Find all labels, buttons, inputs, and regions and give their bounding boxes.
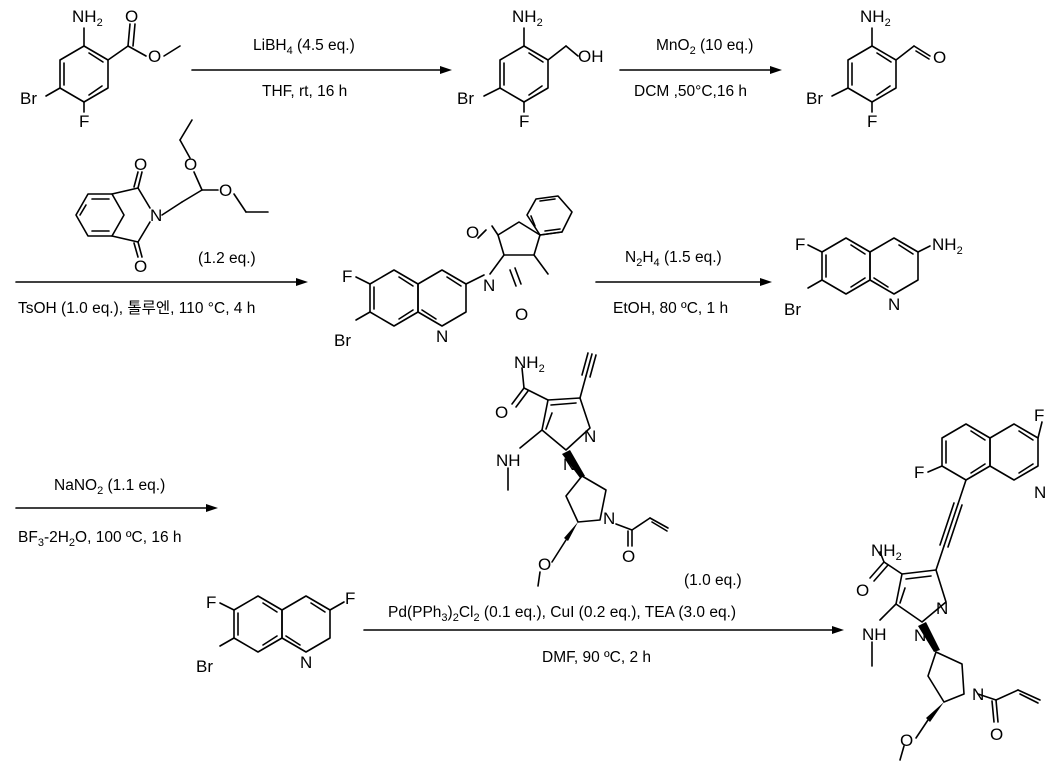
bromo-label: Br	[196, 657, 213, 676]
reaction-step-3: (1.2 eq.) TsOH (1.0 eq.), 톨루엔, 110 °C, 4…	[16, 250, 308, 317]
methylamino-label: NH	[496, 451, 521, 470]
aldehyde-oxygen-label: O	[933, 48, 946, 67]
compound-bromo-difluoroquinoline: F Br N F	[196, 589, 355, 676]
pyrrolidine-nitrogen-label: N	[972, 685, 984, 704]
compound-phthalimido-quinoline: F Br N N O O	[334, 196, 572, 350]
fluoro-label: F	[867, 112, 877, 131]
methylamino-label: NH	[862, 625, 887, 644]
reaction-step-4: N2H4 (1.5 eq.) EtOH, 80 ºC, 1 h	[596, 249, 772, 317]
step-3-conditions: TsOH (1.0 eq.), 톨루엔, 110 °C, 4 h	[18, 299, 255, 317]
pyrazole-n2-label: N	[584, 427, 596, 446]
bromo-label: Br	[334, 331, 351, 350]
step-6-reagents: Pd(PPh3)2Cl2 (0.1 eq.), CuI (0.2 eq.), T…	[388, 604, 736, 624]
amino-label: NH2	[512, 7, 543, 29]
methoxy-oxygen-label: O	[538, 555, 551, 574]
fluoro-label: F	[342, 267, 352, 286]
reaction-step-2: MnO2 (10 eq.) DCM ,50°C,16 h	[620, 37, 782, 100]
amino-label: NH2	[72, 7, 103, 29]
hydroxyl-label: OH	[578, 47, 604, 66]
fluoro-label: F	[79, 112, 89, 131]
quinoline-nitrogen: N	[1034, 483, 1046, 502]
amide-nh2-label: NH2	[514, 353, 545, 375]
compound-aldehyde: NH2 O Br F	[806, 7, 946, 131]
phthalimide-nitrogen: N	[150, 206, 162, 225]
step-2-reagent: MnO2 (10 eq.)	[656, 37, 753, 57]
reaction-step-5: NaNO2 (1.1 eq.) BF3-2H2O, 100 ºC, 16 h	[16, 477, 218, 549]
imide-oxygen-top: O	[466, 223, 479, 242]
imide-nitrogen: N	[483, 276, 495, 295]
ester-oxygen-label: O	[148, 47, 161, 66]
compound-final-product: F N F NH2 O N N NH N O O	[856, 406, 1046, 760]
ether-oxygen-1: O	[184, 155, 197, 174]
bromo-label: Br	[806, 89, 823, 108]
pyrazole-n1-label: N	[914, 626, 926, 645]
bromo-label: Br	[457, 89, 474, 108]
amide-oxygen-label: O	[495, 403, 508, 422]
pyrazole-n2-label: N	[936, 599, 948, 618]
fluoro-label-2: F	[345, 589, 355, 608]
phthalimide-oxygen-top: O	[134, 155, 147, 174]
step-2-conditions: DCM ,50°C,16 h	[634, 83, 747, 100]
methoxy-oxygen-label: O	[900, 731, 913, 750]
bromo-label: Br	[784, 300, 801, 319]
reaction-step-1: LiBH4 (4.5 eq.) THF, rt, 16 h	[192, 37, 452, 100]
reaction-step-6: (1.0 eq.) Pd(PPh3)2Cl2 (0.1 eq.), CuI (0…	[364, 572, 844, 666]
fluoro-label: F	[795, 235, 805, 254]
amide-oxygen-label: O	[856, 581, 869, 600]
quinoline-fluoro-3-label: F	[1034, 406, 1044, 425]
step-4-conditions: EtOH, 80 ºC, 1 h	[613, 300, 728, 317]
step-5-reagent: NaNO2 (1.1 eq.)	[54, 477, 165, 497]
fluoro-label: F	[519, 112, 529, 131]
acryloyl-oxygen-label: O	[622, 547, 635, 566]
pyrrolidine-nitrogen-label: N	[603, 509, 615, 528]
bromo-label: Br	[20, 89, 37, 108]
imide-oxygen-bottom: O	[515, 305, 528, 324]
compound-benzyl-alcohol: NH2 OH Br F	[457, 7, 604, 131]
fluoro-label: F	[206, 593, 216, 612]
acryloyl-oxygen-label: O	[990, 725, 1003, 744]
quinoline-nitrogen: N	[300, 653, 312, 672]
phthalimide-oxygen-bottom: O	[134, 257, 147, 276]
pyrazole-n1-label: N	[563, 455, 575, 474]
step-6-amount: (1.0 eq.)	[684, 572, 742, 589]
ether-oxygen-2: O	[219, 181, 232, 200]
compound-aminoquinoline: F Br N NH2	[784, 235, 963, 319]
quinoline-nitrogen: N	[888, 295, 900, 314]
amino-label: NH2	[860, 7, 891, 29]
step-4-reagent: N2H4 (1.5 eq.)	[625, 249, 722, 269]
amide-nh2-label: NH2	[871, 541, 902, 563]
step-3-amount: (1.2 eq.)	[198, 250, 256, 267]
step-1-reagent: LiBH4 (4.5 eq.)	[253, 37, 355, 57]
step-6-conditions: DMF, 90 ºC, 2 h	[542, 649, 651, 666]
quinoline-nitrogen: N	[436, 327, 448, 346]
compound-methyl-ester: NH2 O O Br F	[20, 7, 180, 131]
quinoline-fluoro-6-label: F	[914, 463, 924, 482]
step-1-conditions: THF, rt, 16 h	[262, 83, 347, 100]
step-5-conditions: BF3-2H2O, 100 ºC, 16 h	[18, 529, 182, 549]
reagent-alkyne-pyrazole: NH2 O N N NH N O O	[495, 353, 668, 586]
amino-label: NH2	[932, 235, 963, 257]
carbonyl-oxygen-label: O	[125, 7, 138, 26]
